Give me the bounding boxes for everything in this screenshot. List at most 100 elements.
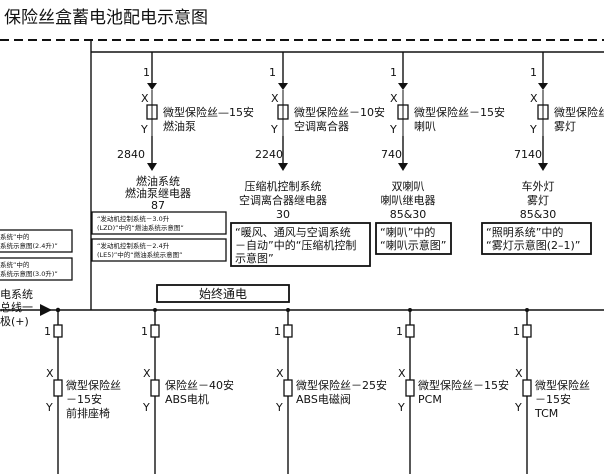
bottom-fuse-1-x: X [46, 367, 54, 380]
top-fuse-1-x: X [141, 92, 149, 105]
top-fuse-1-ref-1a: “发动机控制系统－3.0升 [97, 214, 170, 223]
top-fuse-3-relay-2: 喇叭继电器 [381, 193, 436, 207]
top-fuse-3-x: X [390, 92, 398, 105]
top-fuse-1-ref-1b: (LZD)”中的“燃油系统示意图” [97, 223, 184, 232]
top-fuse-2-ref-b: －自动”中的“压缩机控制 [235, 238, 356, 252]
bottom-fuse-2: 1 X Y 保险丝－40安 ABS电机 [141, 308, 234, 474]
bus-label-3: 极(+) [0, 314, 29, 328]
bottom-fuse-3-y: Y [275, 401, 283, 414]
top-fuse-3-out-arrow-icon [398, 163, 408, 171]
left-note-1-line2: 系统示意图(2.4升)” [0, 241, 58, 250]
top-fuse-3-ref-b: “喇叭示意图” [380, 238, 446, 252]
bottom-fuse-4: 1 X Y 微型保险丝－15安 PCM [396, 308, 509, 474]
top-fuse-3-relay-3: 85&30 [390, 208, 427, 221]
bottom-fuse-2-line-2: ABS电机 [165, 392, 209, 406]
bottom-fuse-5-top-block [522, 324, 532, 338]
top-fuse-2-relay-1: 压缩机控制系统 [245, 179, 322, 193]
bottom-fuse-1-top-block [53, 324, 63, 338]
top-fuse-1-circuit: 2840 [117, 148, 145, 161]
top-fuse-2-out-arrow-icon [278, 163, 288, 171]
top-fuse-2-load: 空调离合器 [294, 119, 349, 133]
top-fuse-4-pin: 1 [530, 66, 537, 79]
bus-arrow-icon [40, 304, 52, 316]
bottom-fuse-2-symbol [150, 379, 160, 397]
bottom-fuse-1-pin: 1 [44, 325, 51, 338]
bottom-fuse-2-y: Y [142, 401, 150, 414]
top-fuse-1-relay-1: 燃油系统 [136, 174, 180, 188]
top-fuse-1-ref-2b: (LE5)”中的“燃油系统示意图” [97, 250, 183, 259]
bottom-fuse-5-pin: 1 [513, 325, 520, 338]
left-note-2-line1: 系统”中的 [0, 260, 30, 269]
top-fuse-1-pin: 1 [143, 66, 150, 79]
bottom-fuse-1-line-1: 微型保险丝 [66, 378, 121, 392]
top-fuse-4-load: 雾灯 [554, 120, 576, 133]
top-fuse-2-ref-a: “暖风、通风与空调系统 [235, 225, 351, 239]
bottom-fuse-5-line-3: TCM [534, 407, 558, 420]
top-fuse-3-relay-1: 双喇叭 [392, 179, 425, 193]
top-fuse-2-ref-box [230, 222, 371, 267]
top-fuse-1-name: 微型保险丝—15安 [163, 105, 254, 119]
left-note-2-line2: 系统示意图(3.0升)” [0, 269, 58, 278]
top-fuse-2-name: 微型保险丝－10安 [294, 105, 385, 119]
bottom-fuse-1: 1 X Y 微型保险丝 －15安 前排座椅 [44, 308, 121, 474]
bottom-fuse-4-x: X [398, 367, 406, 380]
top-fuse-1: 1 X Y 微型保险丝—15安 燃油泵 2840 燃油系统 燃油泵继电器 87 … [91, 52, 254, 262]
bottom-fuse-1-line-2: －15安 [66, 392, 102, 406]
bottom-fuse-3-pin: 1 [274, 325, 281, 338]
bottom-fuse-4-y: Y [397, 401, 405, 414]
top-fuse-4-ref-box [481, 222, 592, 255]
bottom-fuse-4-line-1: 微型保险丝－15安 [418, 378, 509, 392]
top-fuse-4-relay-3: 85&30 [520, 208, 557, 221]
bottom-fuse-1-y: Y [45, 401, 53, 414]
bottom-fuse-5-x: X [515, 367, 523, 380]
top-fuse-2-circuit: 2240 [255, 148, 283, 161]
bottom-fuse-3-x: X [276, 367, 284, 380]
bottom-fuse-2-top-block [150, 324, 160, 338]
top-fuse-1-out-arrow-icon [147, 163, 157, 171]
top-fuse-1-y: Y [140, 123, 148, 136]
top-fuse-3: 1 X Y 微型保险丝－15安 喇叭 740 双喇叭 喇叭继电器 85&30 “… [375, 52, 505, 255]
top-fuse-4-out-arrow-icon [538, 163, 548, 171]
top-fuse-3-y: Y [389, 123, 397, 136]
top-fuse-1-load: 燃油泵 [163, 119, 196, 133]
bottom-fuse-4-symbol [405, 379, 415, 397]
top-fuse-4-arrow-icon [538, 83, 548, 90]
top-fuse-1-ref-2a: “发动机控制系统－2.4升 [97, 241, 170, 250]
top-fuse-2-pin: 1 [269, 66, 276, 79]
bottom-fuse-1-symbol [53, 379, 63, 397]
top-fuse-1-relay-2: 燃油泵继电器 [125, 186, 191, 200]
top-fuse-2-ref-c: 示意图” [235, 251, 274, 265]
top-fuse-4-name: 微型保险丝 [554, 105, 604, 119]
bottom-fuse-5: 1 X Y 微型保险丝 －15安 TCM [513, 308, 590, 474]
top-fuse-3-arrow-icon [398, 83, 408, 90]
top-fuse-4-y: Y [529, 123, 537, 136]
top-fuse-4-relay-2: 雾灯 [527, 194, 549, 207]
bottom-fuse-4-line-2: PCM [418, 393, 442, 406]
bottom-fuse-4-top-block [405, 324, 415, 338]
bottom-fuse-3-top-block [283, 324, 293, 338]
bottom-fuse-5-symbol [522, 379, 532, 397]
top-fuse-1-ref-box-2 [91, 238, 227, 262]
top-fuse-3-pin: 1 [390, 66, 397, 79]
top-fuse-4-ref-b: “雾灯示意图(2–1)” [486, 238, 580, 252]
top-fuse-2-y: Y [270, 123, 278, 136]
always-on-box [156, 284, 290, 303]
top-fuse-2-relay-3: 30 [276, 208, 290, 221]
top-fuse-4-circuit: 7140 [514, 148, 542, 161]
top-fuse-4-x: X [530, 92, 538, 105]
page-title: 保险丝盒蓄电池配电示意图 [4, 8, 208, 28]
top-fuse-3-ref-box [375, 222, 452, 255]
top-fuse-1-arrow-icon [147, 83, 157, 90]
left-note-1-line1: 系统”中的 [0, 232, 30, 241]
bottom-fuse-2-line-1: 保险丝－40安 [165, 378, 234, 392]
top-fuse-4: 1 X Y 微型保险丝 雾灯 7140 车外灯 雾灯 85&30 “照明系统”中… [481, 52, 604, 255]
bottom-fuse-5-line-2: －15安 [535, 392, 571, 406]
bottom-fuse-1-line-3: 前排座椅 [66, 406, 110, 420]
bottom-fuse-5-y: Y [514, 401, 522, 414]
top-fuse-2-relay-2: 空调离合器继电器 [239, 193, 327, 207]
top-fuse-4-ref-a: “照明系统”中的 [486, 225, 563, 239]
bottom-fuse-3-symbol [283, 379, 293, 397]
top-fuse-2-x: X [271, 92, 279, 105]
bus-label-2: 总线一 [0, 300, 33, 314]
